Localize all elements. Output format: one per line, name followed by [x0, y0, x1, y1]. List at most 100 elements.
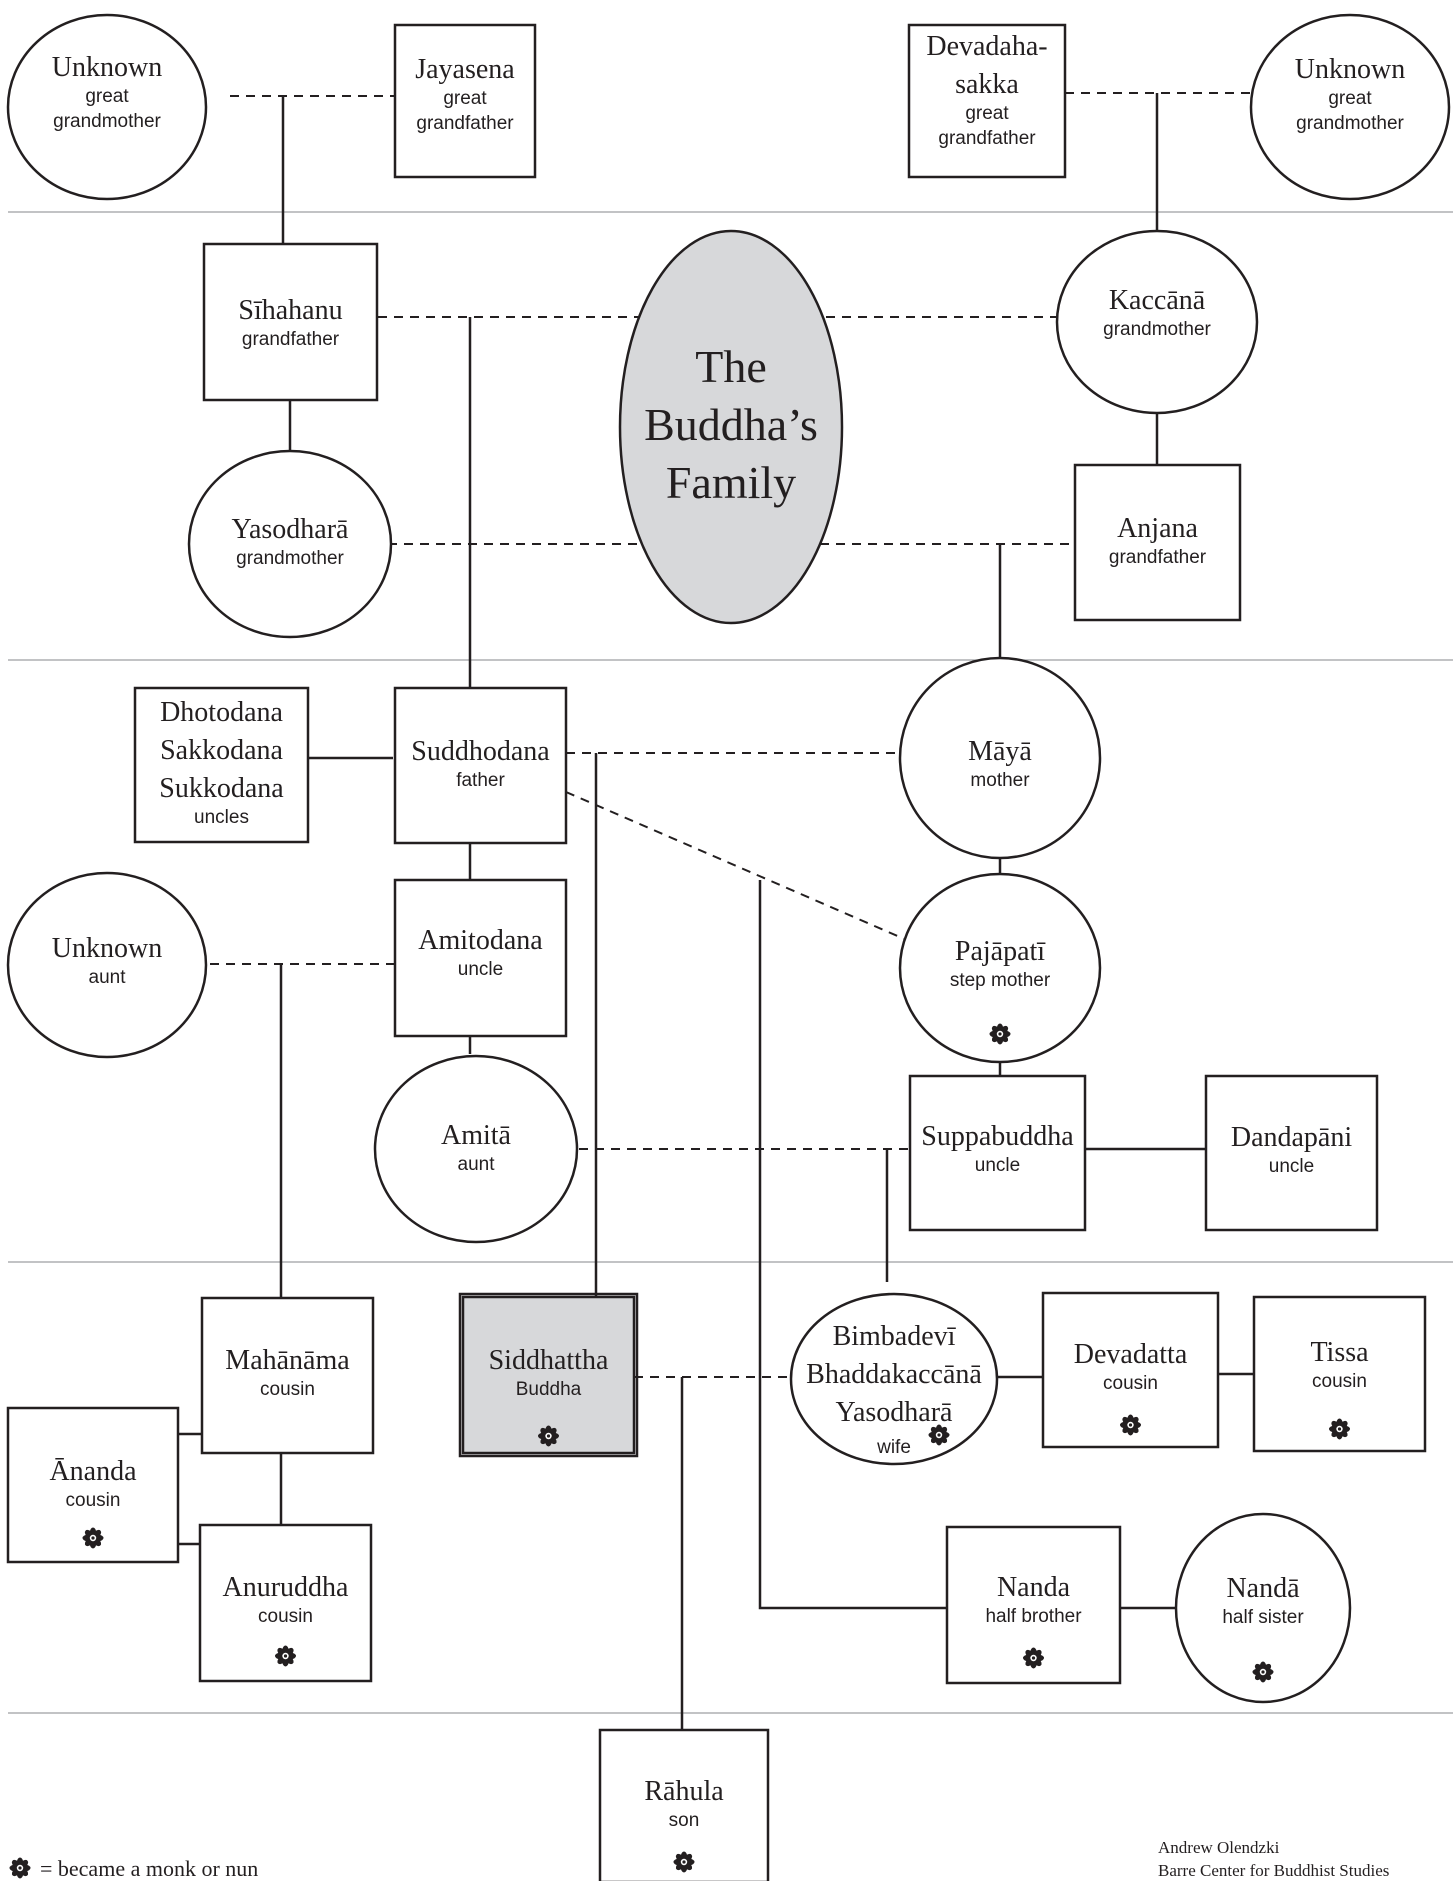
person-name: Devadaha-: [926, 31, 1047, 62]
person-relation: mother: [970, 770, 1030, 791]
person-yasodhara-gm: Yasodharā grandmother: [187, 449, 393, 639]
person-relation: grandmother: [1296, 113, 1404, 134]
person-devadaha-sakka: Devadaha-sakka great grandfather: [907, 23, 1067, 179]
person-relation: son: [669, 1810, 700, 1831]
person-relation: grandfather: [938, 128, 1036, 149]
person-relation: aunt: [458, 1154, 496, 1175]
diagram-title-line: Buddha’s: [644, 399, 818, 450]
person-name: Rāhula: [644, 1776, 724, 1807]
person-name: Anuruddha: [223, 1572, 350, 1603]
person-relation: grandmother: [53, 111, 161, 132]
person-relation: grandfather: [1109, 547, 1207, 568]
person-relation: uncle: [975, 1155, 1020, 1176]
person-relation: father: [456, 770, 505, 791]
person-relation: aunt: [89, 967, 127, 988]
legend-text: = became a monk or nun: [40, 1856, 258, 1881]
person-name: Sakkodana: [160, 735, 283, 766]
person-relation: grandfather: [242, 329, 340, 350]
person-rahula: Rāhula son: [598, 1728, 770, 1881]
person-name: Pajāpatī: [955, 936, 1046, 967]
person-relation: great: [965, 103, 1009, 124]
monastic-flower-icon: [928, 1424, 950, 1446]
marriage-line: [565, 791, 910, 942]
descent-line: [758, 880, 947, 1610]
diagram-title-line: Family: [666, 457, 796, 508]
legend: = became a monk or nun: [9, 1856, 258, 1881]
monastic-flower-icon: [1023, 1647, 1044, 1669]
person-name: Kaccānā: [1109, 285, 1206, 316]
person-relation: cousin: [260, 1379, 315, 1400]
person-relation: cousin: [1103, 1373, 1158, 1394]
person-relation: uncle: [1269, 1156, 1314, 1177]
person-name: Yasodharā: [836, 1397, 953, 1428]
monastic-flower-icon: [989, 1023, 1011, 1045]
person-maya: Māyā mother: [898, 656, 1102, 860]
person-relation: uncle: [458, 959, 503, 980]
person-unknown-ggm-left: Unknown great grandmother: [6, 13, 208, 201]
person-devadatta: Devadatta cousin: [1041, 1291, 1220, 1449]
person-relation: great: [443, 88, 487, 109]
monastic-flower-icon: [275, 1645, 296, 1667]
person-name: Yasodharā: [232, 514, 349, 545]
monastic-flower-icon: [538, 1425, 559, 1447]
person-relation: cousin: [258, 1606, 313, 1627]
person-relation: wife: [876, 1437, 911, 1458]
person-name: Mahānāma: [225, 1345, 350, 1376]
person-relation: grandfather: [416, 113, 514, 134]
person-name: Dhotodana: [160, 697, 283, 728]
person-relation: uncles: [194, 807, 249, 828]
diagram-title-line: The: [695, 341, 767, 392]
person-unknown-aunt: Unknown aunt: [6, 871, 208, 1059]
person-sihahanu: Sīhahanu grandfather: [202, 242, 379, 402]
person-name: Bhaddakaccānā: [806, 1359, 982, 1390]
person-relation: half sister: [1222, 1607, 1304, 1628]
credit-line: Barre Center for Buddhist Studies: [1158, 1861, 1389, 1880]
person-amitodana: Amitodana uncle: [393, 878, 568, 1038]
person-name: Amitā: [441, 1120, 512, 1151]
person-name: Unknown: [52, 933, 162, 964]
monastic-flower-icon: [1120, 1414, 1141, 1436]
person-relation: grandmother: [1103, 319, 1211, 340]
person-name: sakka: [955, 69, 1019, 100]
person-name: Unknown: [1295, 54, 1405, 85]
person-name: Sukkodana: [159, 773, 284, 804]
person-name: Ānanda: [49, 1456, 137, 1487]
monastic-flower-icon: [1329, 1418, 1350, 1440]
person-dandapani: Dandapāni uncle: [1204, 1074, 1379, 1232]
person-name: Unknown: [52, 52, 162, 83]
person-name: Suppabuddha: [921, 1121, 1074, 1152]
person-relation: Buddha: [516, 1379, 582, 1400]
person-relation: great: [85, 86, 129, 107]
person-name: Nandā: [1226, 1573, 1300, 1604]
monastic-flower-icon: [82, 1527, 104, 1549]
person-name: Sīhahanu: [238, 295, 342, 326]
person-pajapati: Pajāpatī step mother: [898, 872, 1102, 1064]
person-name: Tissa: [1310, 1337, 1369, 1368]
person-relation: step mother: [950, 970, 1051, 991]
credit-line: Andrew Olendzki: [1158, 1838, 1280, 1857]
person-name: Amitodana: [418, 925, 543, 956]
person-name: Bimbadevī: [833, 1321, 957, 1352]
person-name: Siddhattha: [489, 1345, 609, 1376]
monastic-flower-icon: [1252, 1661, 1274, 1683]
person-relation: half brother: [985, 1606, 1082, 1627]
person-mahanama: Mahānāma cousin: [200, 1296, 375, 1455]
person-relation: grandmother: [236, 548, 344, 569]
person-name: Dandapāni: [1231, 1122, 1353, 1153]
person-name: Suddhodana: [411, 736, 550, 767]
monastic-flower-icon: [673, 1851, 695, 1873]
person-name: Devadatta: [1074, 1339, 1188, 1370]
person-name: Māyā: [968, 736, 1032, 767]
person-anuruddha: Anuruddha cousin: [198, 1523, 373, 1683]
person-kaccana: Kaccānā grandmother: [1055, 229, 1259, 415]
person-nanda-f: Nandā half sister: [1174, 1512, 1352, 1704]
